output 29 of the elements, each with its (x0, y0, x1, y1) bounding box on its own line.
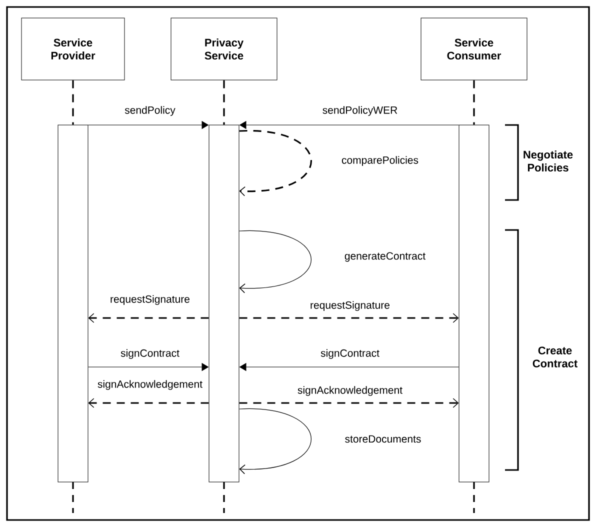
participant-box: Privacy Service (170, 18, 278, 80)
message-label: requestSignature (310, 301, 390, 311)
lifeline (223, 80, 225, 125)
message-arrow (239, 398, 459, 408)
activation-bar (208, 124, 240, 482)
lifeline (72, 80, 74, 125)
message-label: sendPolicy (124, 106, 176, 116)
message-label: storeDocuments (345, 435, 421, 443)
message-label: signContract (320, 349, 380, 359)
message-label: generateContract (344, 252, 426, 262)
message-label: sendPolicyWER (322, 106, 398, 116)
activation-bar (458, 124, 490, 482)
message-label: requestSignature (110, 295, 190, 305)
participant-box: Service Provider (21, 18, 125, 80)
message-label: comparePolicies (342, 156, 418, 166)
message-label: signContract (120, 349, 180, 359)
self-message-arrow (239, 130, 312, 196)
activation-bar (58, 124, 88, 482)
self-message-arrow (238, 408, 312, 474)
phase-label: Create Contract (532, 346, 578, 368)
message-label: signAcknowledgement (298, 386, 402, 396)
participant-box: Service Consumer (420, 18, 528, 80)
message-arrow (88, 313, 209, 323)
lifeline (473, 80, 475, 125)
message-arrow (239, 313, 459, 323)
phase-label: Negotiate Policies (524, 150, 573, 172)
message-label: signAcknowledgement (98, 380, 202, 390)
message-arrow (88, 398, 209, 408)
self-message-arrow (238, 230, 312, 294)
